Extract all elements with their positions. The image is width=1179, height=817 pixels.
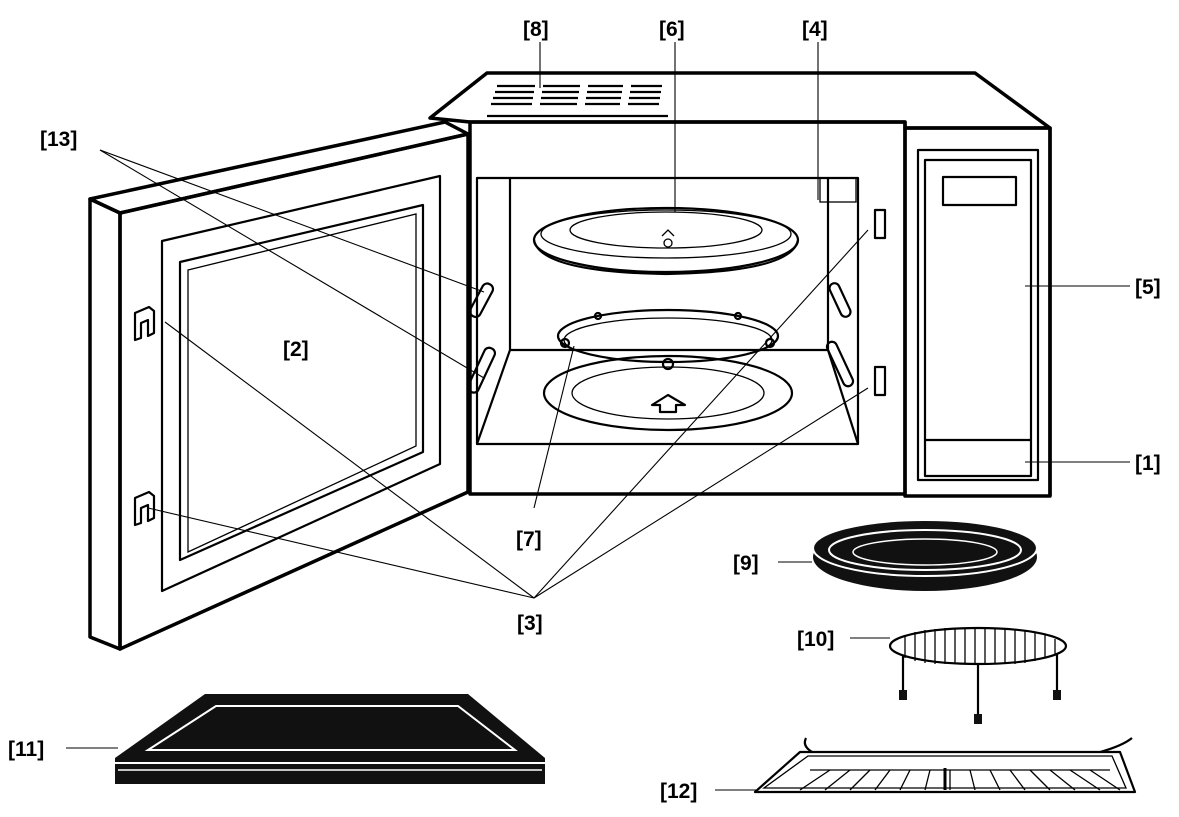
top-vent <box>487 84 668 118</box>
shelf-rails <box>466 282 855 394</box>
control-panel <box>903 126 1052 498</box>
baking-dish <box>812 519 1038 591</box>
callout-3: [3] <box>517 612 543 635</box>
door-latches <box>133 305 156 527</box>
leader-lines <box>66 42 1130 791</box>
callout-6: [6] <box>659 18 685 41</box>
callout-labels: [8] [6] [4] [13] [5] [2] [1] [7] [9] [3]… <box>8 18 1161 803</box>
microwave-body <box>428 71 1052 498</box>
callout-2: [2] <box>283 338 309 361</box>
callout-9: [9] <box>733 552 759 575</box>
glass-turntable <box>532 206 800 276</box>
callout-8: [8] <box>523 18 549 41</box>
callout-12: [12] <box>660 780 697 803</box>
callout-4: [4] <box>802 18 828 41</box>
callout-5: [5] <box>1135 276 1161 299</box>
oven-cavity <box>466 176 887 446</box>
low-rack <box>888 626 1068 724</box>
oven-door <box>88 120 470 651</box>
callout-1: [1] <box>1135 452 1161 475</box>
callout-10: [10] <box>797 628 834 651</box>
callout-13: [13] <box>40 128 77 151</box>
callout-11: [11] <box>8 738 44 761</box>
roller-ring <box>556 308 780 371</box>
high-rack <box>753 737 1137 794</box>
callout-7: [7] <box>516 528 542 551</box>
baking-tray <box>115 694 545 784</box>
